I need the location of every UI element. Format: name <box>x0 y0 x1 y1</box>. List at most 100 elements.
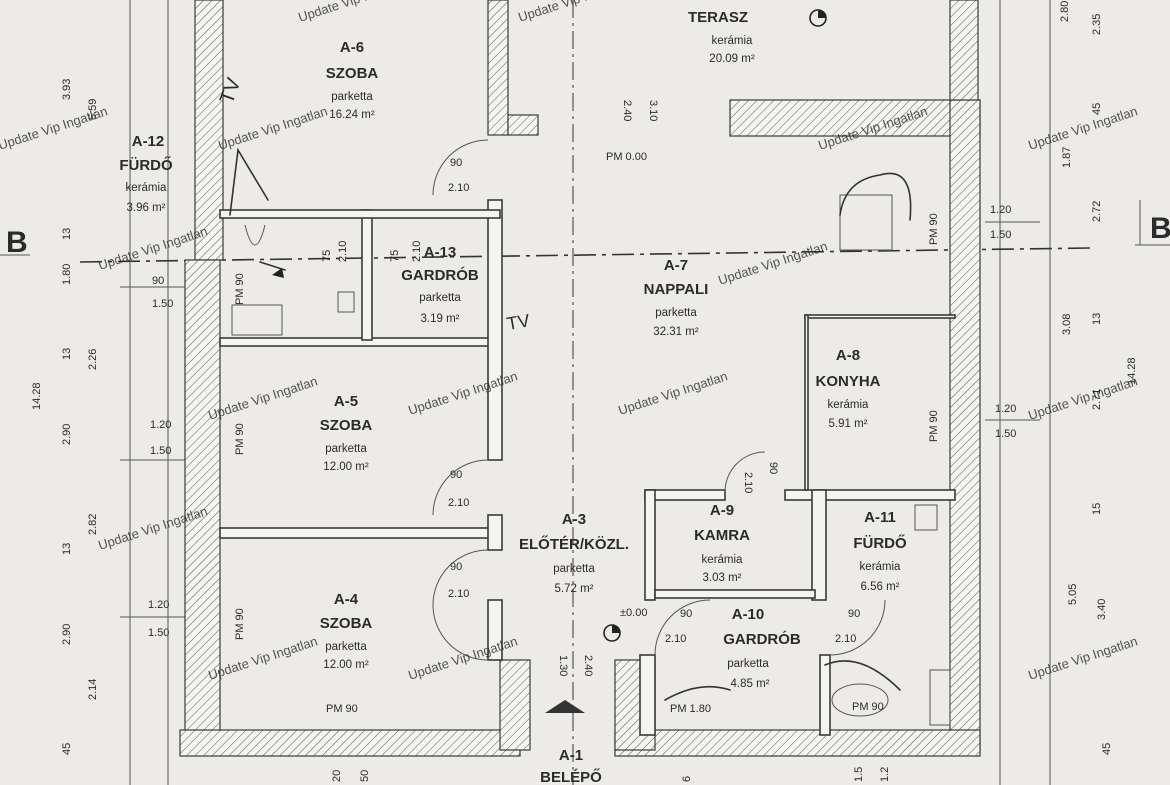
svg-text:1.2: 1.2 <box>879 767 891 782</box>
svg-text:1.20: 1.20 <box>990 204 1011 216</box>
svg-text:1.20: 1.20 <box>148 599 169 611</box>
svg-text:Update Vip Ingatlan: Update Vip Ingatlan <box>1026 103 1139 152</box>
svg-text:90: 90 <box>450 157 462 169</box>
svg-text:A-11: A-11 <box>864 509 896 526</box>
svg-text:3.93: 3.93 <box>61 79 73 100</box>
svg-text:3.96 m²: 3.96 m² <box>127 202 166 214</box>
svg-text:A-4: A-4 <box>334 591 359 608</box>
svg-text:2.10: 2.10 <box>742 472 754 493</box>
svg-text:4.85 m²: 4.85 m² <box>731 678 770 690</box>
svg-text:KAMRA: KAMRA <box>694 527 750 544</box>
svg-text:A-6: A-6 <box>340 39 364 56</box>
svg-text:3.19 m²: 3.19 m² <box>421 313 460 325</box>
room-a12: A-12 FÜRDŐ kerámia 3.96 m² <box>119 133 173 214</box>
svg-text:2.26: 2.26 <box>87 349 99 370</box>
svg-text:parketta: parketta <box>553 563 595 575</box>
svg-text:1.50: 1.50 <box>990 229 1011 241</box>
svg-text:A-1: A-1 <box>559 747 583 764</box>
svg-text:90: 90 <box>450 469 462 481</box>
svg-text:14.28: 14.28 <box>1126 357 1138 385</box>
svg-text:kerámia: kerámia <box>126 182 168 194</box>
svg-text:A-5: A-5 <box>334 393 358 410</box>
svg-text:PM 1.80: PM 1.80 <box>670 703 711 715</box>
svg-text:SZOBA: SZOBA <box>320 417 373 434</box>
svg-text:A-3: A-3 <box>562 511 586 528</box>
svg-text:15: 15 <box>1091 503 1103 515</box>
svg-text:A-7: A-7 <box>664 257 688 274</box>
svg-text:Update Vip Ingatlan: Update Vip Ingatlan <box>1026 633 1139 682</box>
svg-text:A-13: A-13 <box>424 244 457 261</box>
svg-text:1.87: 1.87 <box>1061 147 1073 168</box>
svg-text:75: 75 <box>321 250 333 262</box>
door-swings <box>432 139 886 661</box>
right-dimensions: 2.80 2.35 45 1.87 2.72 3.08 13 14.28 2.7… <box>681 1 1138 782</box>
hand-marks <box>229 147 912 701</box>
svg-text:13: 13 <box>61 543 73 555</box>
room-a5: A-5 SZOBA parketta 12.00 m² <box>320 393 373 473</box>
svg-text:Update Vip Ingatlan: Update Vip Ingatlan <box>216 103 329 152</box>
svg-text:2.82: 2.82 <box>87 514 99 535</box>
svg-text:GARDRÓB: GARDRÓB <box>401 266 479 284</box>
svg-text:FÜRDŐ: FÜRDŐ <box>119 156 173 174</box>
svg-text:13: 13 <box>61 228 73 240</box>
svg-text:16.24 m²: 16.24 m² <box>329 109 375 121</box>
svg-text:1.50: 1.50 <box>148 627 169 639</box>
svg-text:45: 45 <box>1091 103 1103 115</box>
exterior-walls <box>179 0 981 757</box>
svg-text:Update Vip Ingatlan: Update Vip Ingatlan <box>296 0 409 25</box>
svg-text:kerámia: kerámia <box>860 561 902 573</box>
svg-text:2.10: 2.10 <box>411 241 423 262</box>
level-symbols <box>272 9 827 713</box>
svg-text:A-8: A-8 <box>836 347 860 364</box>
svg-text:12.00 m²: 12.00 m² <box>323 461 369 473</box>
svg-text:5.59: 5.59 <box>87 99 99 120</box>
svg-text:TV: TV <box>505 310 531 334</box>
room-terasz: TERASZ kerámia 20.09 m² <box>688 9 755 65</box>
svg-text:Update Vip Ingatlan: Update Vip Ingatlan <box>616 368 729 417</box>
svg-text:Update Vip Ingatlan: Update Vip Ingatlan <box>1026 373 1139 422</box>
annotations: PM 0.00 ±0.00 PM 90 PM 90 PM 1.80 PM 90 … <box>148 75 1016 715</box>
svg-text:5.72 m²: 5.72 m² <box>555 583 594 595</box>
svg-text:14.28: 14.28 <box>31 382 43 410</box>
room-a4: A-4 SZOBA parketta 12.00 m² <box>320 591 373 671</box>
svg-text:parketta: parketta <box>325 641 367 653</box>
svg-text:BELÉPŐ: BELÉPŐ <box>540 768 602 785</box>
svg-text:A-9: A-9 <box>710 502 734 519</box>
room-a8: A-8 KONYHA kerámia 5.91 m² <box>815 347 880 430</box>
svg-text:2.40: 2.40 <box>582 655 594 676</box>
fixtures <box>231 194 951 726</box>
svg-text:parketta: parketta <box>325 443 367 455</box>
svg-text:parketta: parketta <box>419 292 461 304</box>
svg-text:45: 45 <box>61 743 73 755</box>
svg-text:2.35: 2.35 <box>1091 14 1103 35</box>
svg-text:FÜRDŐ: FÜRDŐ <box>853 534 907 552</box>
svg-text:A-12: A-12 <box>132 133 165 150</box>
svg-text:TERASZ: TERASZ <box>688 9 748 26</box>
room-a6: A-6 SZOBA parketta 16.24 m² <box>326 39 379 121</box>
svg-text:2.10: 2.10 <box>448 588 469 600</box>
svg-text:75: 75 <box>389 250 401 262</box>
svg-text:PM 90: PM 90 <box>234 423 246 455</box>
svg-text:SZOBA: SZOBA <box>320 615 373 632</box>
svg-text:3.10: 3.10 <box>647 100 659 121</box>
svg-text:3.08: 3.08 <box>1061 314 1073 335</box>
svg-text:PM 90: PM 90 <box>234 608 246 640</box>
svg-text:Update Vip Ingatlan: Update Vip Ingatlan <box>716 238 829 287</box>
svg-text:45: 45 <box>1101 743 1113 755</box>
svg-text:90: 90 <box>767 462 779 474</box>
svg-text:2.10: 2.10 <box>448 497 469 509</box>
svg-text:Update Vip Ingatlan: Update Vip Ingatlan <box>206 633 319 682</box>
svg-text:90: 90 <box>680 608 692 620</box>
svg-text:KONYHA: KONYHA <box>815 373 880 390</box>
svg-text:2.71: 2.71 <box>1091 389 1103 410</box>
svg-text:PM 90: PM 90 <box>928 410 940 442</box>
room-a13: A-13 GARDRÓB parketta 3.19 m² <box>401 244 479 325</box>
svg-text:parketta: parketta <box>655 307 697 319</box>
svg-text:±0.00: ±0.00 <box>620 607 647 619</box>
svg-text:PM 90: PM 90 <box>326 703 358 715</box>
svg-text:12.00 m²: 12.00 m² <box>323 659 369 671</box>
svg-text:2.90: 2.90 <box>61 624 73 645</box>
svg-text:6: 6 <box>681 776 693 782</box>
